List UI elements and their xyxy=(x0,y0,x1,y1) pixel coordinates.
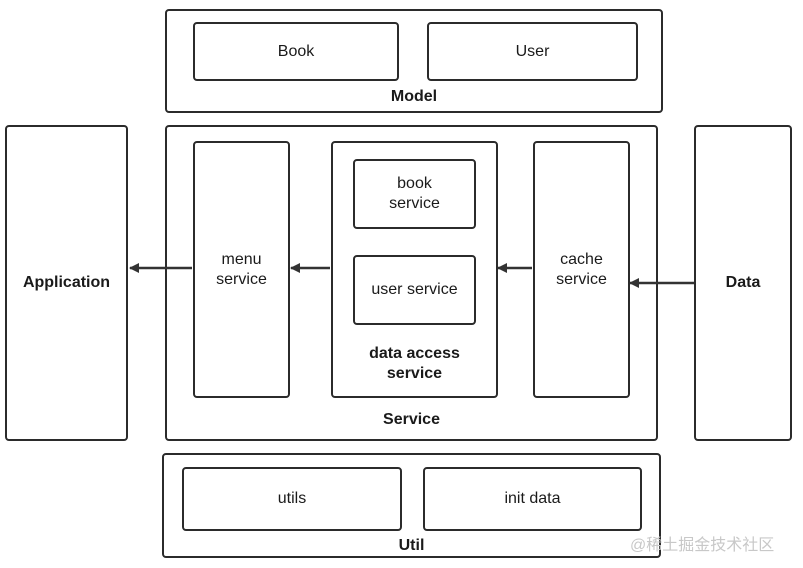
init-data-label: init data xyxy=(504,490,561,507)
utils-label: utils xyxy=(277,490,307,507)
model-group: Book User Model xyxy=(165,9,663,113)
util-title: Util xyxy=(398,537,425,554)
service-title: Service xyxy=(383,411,440,428)
menu-service-label: menu service xyxy=(216,250,267,288)
watermark-text: @稀土掘金技术社区 xyxy=(630,537,775,554)
user-service-label: user service xyxy=(371,281,458,298)
data-box[interactable]: Data xyxy=(694,125,792,441)
data-access-service-box[interactable]: book service user service data access se… xyxy=(331,141,498,398)
application-label: Application xyxy=(22,274,111,291)
user-service-box[interactable]: user service xyxy=(353,255,476,325)
menu-service-box[interactable]: menu service xyxy=(193,141,290,398)
service-group: menu service book service user service d… xyxy=(165,125,658,441)
util-group: utils init data Util xyxy=(162,453,661,558)
application-box[interactable]: Application xyxy=(5,125,128,441)
init-data-box[interactable]: init data xyxy=(423,467,642,531)
user-model-label: User xyxy=(515,42,550,60)
cache-service-box[interactable]: cache service xyxy=(533,141,630,398)
book-model-box[interactable]: Book xyxy=(193,22,399,81)
model-title: Model xyxy=(390,88,438,105)
user-model-box[interactable]: User xyxy=(427,22,638,81)
book-service-box[interactable]: book service xyxy=(353,159,476,229)
book-service-label: book service xyxy=(389,175,440,212)
data-access-service-title: data access service xyxy=(369,345,460,382)
utils-box[interactable]: utils xyxy=(182,467,402,531)
data-label: Data xyxy=(725,274,761,291)
cache-service-label: cache service xyxy=(556,250,607,288)
book-model-label: Book xyxy=(277,42,315,60)
